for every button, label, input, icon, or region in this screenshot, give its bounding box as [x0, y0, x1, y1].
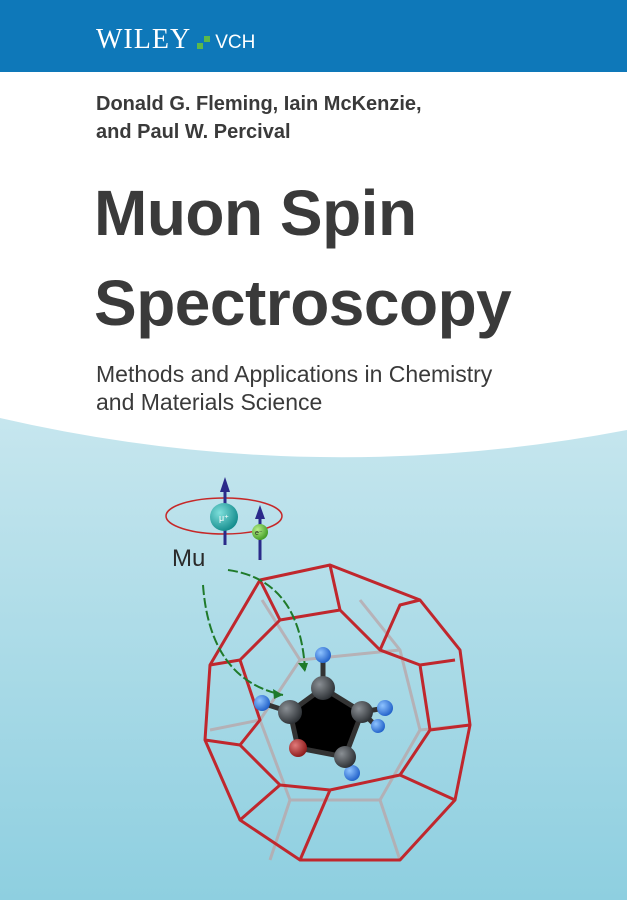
- muonium-path-arrows: [202, 569, 306, 696]
- authors: Donald G. Fleming, Iain McKenzie, and Pa…: [96, 90, 422, 146]
- book-title: Muon Spin Spectroscopy: [94, 168, 512, 348]
- logo-squares-icon: [197, 36, 211, 50]
- muon-sphere: [210, 503, 238, 531]
- molecule-atoms: [254, 647, 393, 781]
- book-subtitle: Methods and Applications in Chemistry an…: [96, 360, 492, 416]
- logo-vch-text: VCH: [215, 32, 256, 53]
- arrowhead-icon: [273, 663, 308, 699]
- electron-label: e⁻: [255, 530, 263, 537]
- subtitle-line-2: and Materials Science: [96, 389, 323, 415]
- wiley-vch-logo: WILEY VCH: [96, 24, 255, 56]
- authors-line-1: Donald G. Fleming, Iain McKenzie,: [96, 93, 422, 115]
- publisher-banner: WILEY VCH: [0, 0, 627, 72]
- muon-label: μ⁺: [219, 513, 229, 523]
- title-line-2: Spectroscopy: [94, 267, 512, 339]
- cage-front-edges: [203, 563, 472, 862]
- title-line-1: Muon Spin: [94, 177, 417, 249]
- authors-line-2: and Paul W. Percival: [96, 121, 291, 143]
- logo-wiley-text: WILEY: [96, 24, 192, 55]
- molecule-bonds: [261, 655, 386, 773]
- subtitle-line-1: Methods and Applications in Chemistry: [96, 361, 493, 387]
- electron-sphere: [252, 524, 268, 540]
- muonium-label: Mu: [172, 545, 206, 572]
